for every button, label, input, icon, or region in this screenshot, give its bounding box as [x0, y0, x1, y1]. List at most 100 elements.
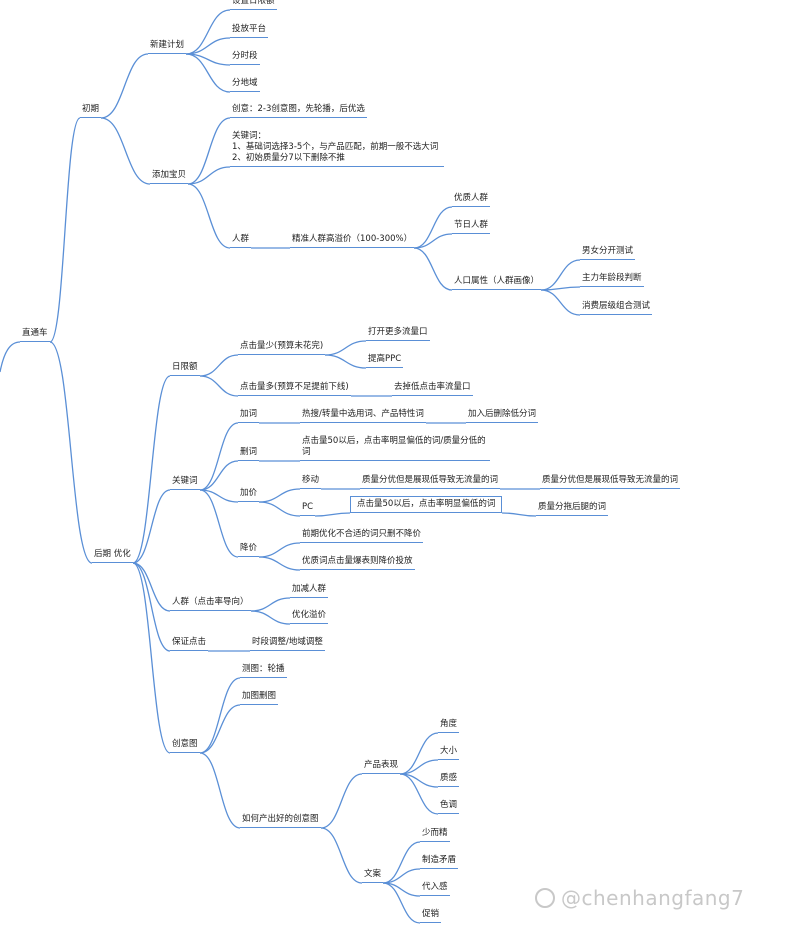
connector-node-demographics-node-gender-test	[540, 259, 581, 291]
connector-node-later-node-crowd-later	[132, 562, 171, 612]
node-open-traffic[interactable]: 打开更多流量口	[366, 327, 430, 341]
node-raise-bid[interactable]: 加价	[238, 488, 260, 502]
node-platform[interactable]: 投放平台	[230, 24, 269, 38]
connector-node-copy-node-concise	[382, 841, 421, 884]
node-guarantee[interactable]: 保证点击	[170, 637, 209, 651]
node-time-slot[interactable]: 分时段	[230, 51, 260, 65]
node-gender-test[interactable]: 男女分开测试	[580, 246, 636, 260]
node-few-clicks[interactable]: 点击量少(预算未花完)	[238, 341, 326, 355]
watermark-logo-icon	[535, 887, 555, 908]
node-pc[interactable]: PC	[300, 502, 316, 516]
node-lower-2[interactable]: 优质词点击量爆表则降价投放	[300, 556, 415, 570]
node-add-word-after[interactable]: 加入后删除低分词	[466, 409, 539, 423]
node-add-word[interactable]: 加词	[238, 409, 260, 423]
connector-node-keywords-later-node-add-word	[199, 422, 239, 491]
node-age-judge[interactable]: 主力年龄段判断	[580, 273, 644, 287]
connector-node-new-plan-node-region	[185, 53, 231, 93]
connector-node-few-clicks-node-raise-ppc	[324, 354, 367, 369]
connector-node-early-node-add-item	[100, 117, 151, 185]
connector-node-raise-bid-node-pc	[258, 501, 301, 517]
node-promotion[interactable]: 促销	[420, 909, 442, 923]
node-creative-early[interactable]: 创意：2-3创意图，先轮播，后优选	[230, 104, 367, 118]
node-region[interactable]: 分地域	[230, 78, 260, 92]
node-lower-bid[interactable]: 降价	[238, 543, 260, 557]
node-new-plan[interactable]: 新建计划	[148, 40, 187, 54]
connector-node-new-plan-node-daily-limit-setting	[185, 9, 231, 55]
node-optimize-premium[interactable]: 优化溢价	[290, 610, 329, 624]
node-demographics[interactable]: 人口属性（人群画像）	[452, 276, 542, 290]
node-delete-word-desc[interactable]: 点击量50以后，点击率明显偏低的词/质量分低的词	[300, 436, 490, 461]
connector-root-lead	[0, 341, 21, 373]
connector-node-few-clicks-node-open-traffic	[324, 340, 367, 356]
connector-node-budget-node-many-clicks	[199, 375, 239, 397]
node-immersion[interactable]: 代入感	[420, 882, 450, 896]
connector-node-keywords-later-node-delete-word	[199, 460, 239, 491]
node-angle[interactable]: 角度	[438, 719, 460, 733]
connector-node-copy-node-promotion	[382, 882, 421, 924]
connector-node-crowd-bid-node-demographics	[413, 247, 453, 291]
connector-node-crowd-later-node-optimize-premium	[250, 610, 291, 625]
node-delete-word[interactable]: 删词	[238, 447, 260, 461]
node-add-remove-crowd[interactable]: 加减人群	[290, 584, 329, 598]
connector-node-add-item-node-crowd-early	[187, 183, 231, 249]
connector-node-how-creative-node-copy	[320, 827, 363, 884]
node-contradiction[interactable]: 制造矛盾	[420, 855, 459, 869]
node-raise-ppc[interactable]: 提高PPC	[366, 354, 404, 368]
node-add-word-desc[interactable]: 热搜/转量中选用词、产品特性词	[300, 409, 426, 423]
connector-node-crowd-bid-node-quality-crowd	[413, 206, 453, 249]
node-crowd-later[interactable]: 人群（点击率导向）	[170, 597, 251, 611]
node-add-remove-image[interactable]: 加图删图	[240, 691, 279, 705]
connector-node-creative-later-node-add-remove-image	[199, 704, 241, 754]
connector-node-keywords-later-node-raise-bid	[199, 489, 239, 503]
node-pc-desc[interactable]: 点击量50以后，点击率明显偏低的词	[350, 496, 503, 513]
node-creative-later[interactable]: 创意图	[170, 739, 200, 753]
connector-root-node-node-later	[49, 341, 93, 564]
connector-node-add-item-node-keywords-early	[187, 166, 231, 185]
connector-node-creative-later-node-test-image	[199, 677, 241, 754]
connector-node-early-node-new-plan	[100, 53, 149, 119]
node-crowd-bid[interactable]: 精准人群高溢价（100-300%）	[290, 234, 415, 248]
node-test-image[interactable]: 测图：轮播	[240, 664, 287, 678]
connector-node-pc-node-pc-desc	[314, 512, 351, 517]
node-keywords-early[interactable]: 关键词： 1、基础词选择3-5个，与产品匹配，前期一般不选大词 2、初始质量分7…	[230, 131, 444, 167]
connector-node-crowd-bid-node-holiday-crowd	[413, 233, 453, 249]
node-tone[interactable]: 色调	[438, 800, 460, 814]
node-quality-crowd[interactable]: 优质人群	[452, 193, 491, 207]
node-many-clicks[interactable]: 点击量多(预算不足提前下线)	[238, 382, 351, 396]
connector-node-later-node-creative-later	[132, 562, 171, 754]
connector-node-how-creative-node-product-show	[320, 773, 363, 829]
node-mobile-desc[interactable]: 质量分优但是展现低导致无流量的词	[360, 475, 501, 489]
node-holiday-crowd[interactable]: 节日人群	[452, 220, 491, 234]
node-budget[interactable]: 日限额	[170, 362, 200, 376]
node-remove-low-ctr[interactable]: 去掉低点击率流量口	[392, 382, 473, 396]
node-product-show[interactable]: 产品表现	[362, 760, 401, 774]
node-consumption-test[interactable]: 消费层级组合测试	[580, 301, 653, 315]
node-mobile-desc-2[interactable]: 质量分优但是展现低导致无流量的词	[540, 475, 681, 489]
connector-node-pc-desc-node-pc-desc-2	[501, 512, 537, 517]
node-pc-desc-2[interactable]: 质量分拖后腿的词	[536, 502, 609, 516]
node-texture[interactable]: 质感	[438, 773, 460, 787]
connector-node-later-node-guarantee	[132, 562, 171, 652]
connector-node-new-plan-node-platform	[185, 37, 231, 55]
node-lower-1[interactable]: 前期优化不合适的词只删不降价	[300, 529, 424, 543]
root-node[interactable]: 直通车	[20, 328, 50, 342]
node-keywords-later[interactable]: 关键词	[170, 476, 200, 490]
node-early[interactable]: 初期	[80, 104, 102, 118]
connector-node-later-node-keywords-later	[132, 489, 171, 564]
watermark: @chenhangfang7	[535, 886, 744, 910]
node-time-region-adjust[interactable]: 时段调整/地域调整	[250, 637, 325, 651]
node-copy[interactable]: 文案	[362, 869, 384, 883]
node-daily-limit-setting[interactable]: 设置日限额	[230, 0, 277, 10]
node-mobile[interactable]: 移动	[300, 475, 322, 489]
connector-node-budget-node-few-clicks	[199, 354, 239, 377]
node-crowd-early[interactable]: 人群	[230, 234, 252, 248]
node-later[interactable]: 后期 优化	[92, 549, 133, 563]
node-add-item[interactable]: 添加宝贝	[150, 170, 189, 184]
connector-node-add-item-node-creative-early	[187, 117, 231, 185]
node-concise[interactable]: 少而精	[420, 828, 450, 842]
node-size[interactable]: 大小	[438, 746, 460, 760]
node-how-creative[interactable]: 如何产出好的创意图	[240, 814, 321, 828]
connector-node-lower-bid-node-lower-2	[258, 556, 301, 571]
